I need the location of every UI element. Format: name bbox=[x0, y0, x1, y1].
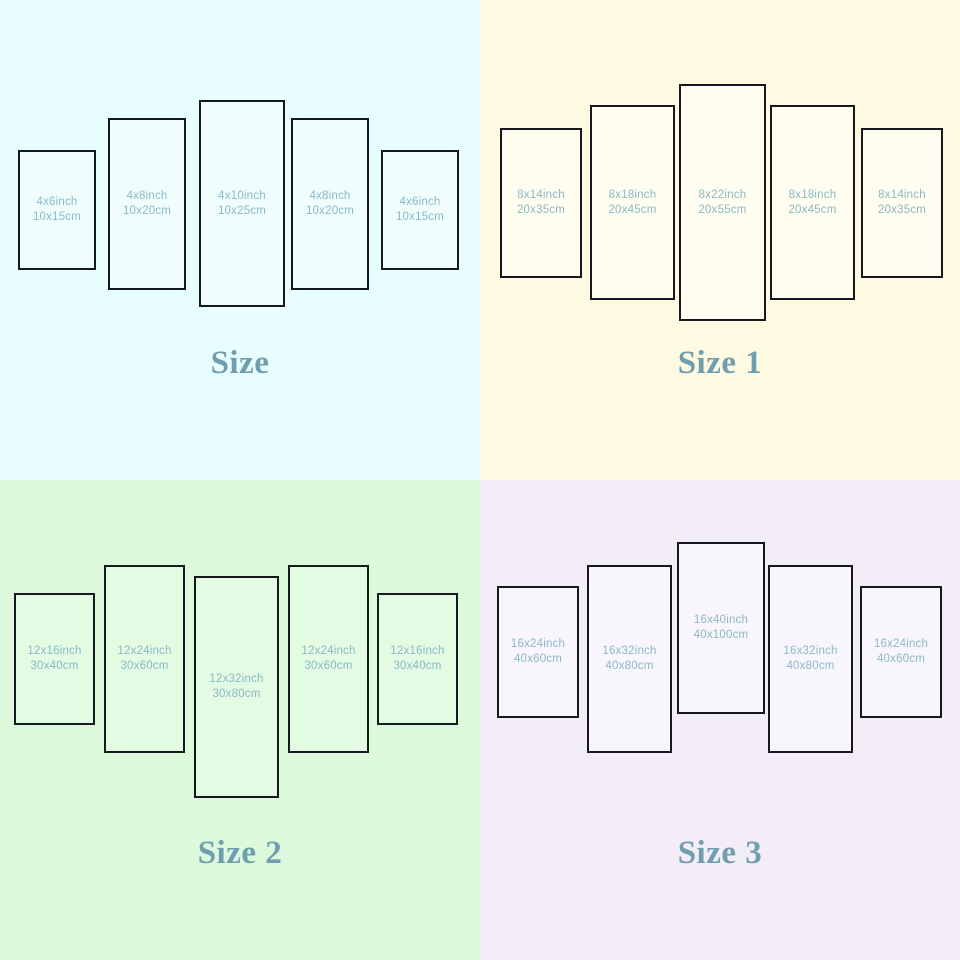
canvas-panel-label: 12x24inch 30x60cm bbox=[301, 644, 355, 674]
panel-group-size: 4x6inch 10x15cm 4x8inch 10x20cm 4x10inch… bbox=[0, 0, 480, 400]
canvas-panel-2[interactable]: 16x32inch 40x80cm bbox=[587, 565, 672, 753]
quadrant-title-size-2: Size 2 bbox=[197, 835, 283, 871]
panel-size-inch: 4x6inch bbox=[36, 196, 78, 208]
panel-size-cm: 10x20cm bbox=[122, 205, 172, 217]
panel-size-inch: 8x22inch bbox=[698, 188, 747, 201]
canvas-panel-5[interactable]: 4x6inch 10x15cm bbox=[381, 150, 459, 270]
canvas-panel-label: 12x16inch 30x40cm bbox=[27, 644, 81, 674]
canvas-panel-label: 16x32inch 40x80cm bbox=[602, 644, 656, 674]
panel-size-cm: 20x45cm bbox=[608, 203, 657, 216]
panel-size-inch: 12x16inch bbox=[27, 645, 82, 657]
panel-group-size-3: 16x24inch 40x60cm 16x32inch 40x80cm 16x4… bbox=[480, 480, 960, 880]
panel-size-inch: 16x32inch bbox=[602, 645, 657, 657]
panel-size-cm: 10x20cm bbox=[305, 205, 355, 217]
panel-group-size-1: 8x14inch 20x35cm 8x18inch 20x45cm 8x22in… bbox=[480, 0, 960, 400]
panel-size-cm: 30x40cm bbox=[393, 660, 442, 672]
canvas-panel-1[interactable]: 16x24inch 40x60cm bbox=[497, 586, 579, 718]
panel-size-inch: 4x8inch bbox=[309, 190, 351, 202]
panel-size-inch: 8x18inch bbox=[608, 188, 657, 201]
canvas-panel-1[interactable]: 4x6inch 10x15cm bbox=[18, 150, 96, 270]
canvas-panel-label: 16x32inch 40x80cm bbox=[783, 644, 837, 674]
panel-size-cm: 10x15cm bbox=[32, 211, 82, 223]
panel-size-cm: 40x80cm bbox=[605, 660, 654, 672]
canvas-panel-5[interactable]: 12x16inch 30x40cm bbox=[377, 593, 458, 725]
canvas-panel-2[interactable]: 8x18inch 20x45cm bbox=[590, 105, 675, 300]
canvas-panel-label: 8x14inch 20x35cm bbox=[878, 188, 926, 218]
canvas-panel-5[interactable]: 16x24inch 40x60cm bbox=[860, 586, 942, 718]
quadrant-title-size-1: Size 1 bbox=[677, 345, 763, 381]
panel-size-cm: 40x60cm bbox=[876, 653, 926, 665]
canvas-panel-label: 4x8inch 10x20cm bbox=[306, 189, 354, 219]
canvas-panel-4[interactable]: 4x8inch 10x20cm bbox=[291, 118, 369, 290]
canvas-panel-4[interactable]: 12x24inch 30x60cm bbox=[288, 565, 369, 753]
panel-size-cm: 30x40cm bbox=[30, 660, 79, 672]
panel-size-inch: 8x14inch bbox=[878, 189, 926, 201]
canvas-panel-4[interactable]: 8x18inch 20x45cm bbox=[770, 105, 855, 300]
quadrant-size-1: 8x14inch 20x35cm 8x18inch 20x45cm 8x22in… bbox=[480, 0, 960, 480]
canvas-panel-label: 8x14inch 20x35cm bbox=[517, 188, 565, 218]
panel-size-cm: 10x25cm bbox=[217, 204, 267, 217]
canvas-panel-label: 4x6inch 10x15cm bbox=[396, 195, 444, 225]
canvas-panel-label: 4x6inch 10x15cm bbox=[33, 195, 81, 225]
panel-size-cm: 20x55cm bbox=[698, 203, 747, 216]
quadrant-size-2: 12x16inch 30x40cm 12x24inch 30x60cm 12x3… bbox=[0, 480, 480, 960]
panel-size-cm: 30x60cm bbox=[304, 660, 353, 672]
panel-size-cm: 40x60cm bbox=[513, 653, 563, 665]
panel-size-inch: 16x32inch bbox=[783, 645, 838, 657]
panel-size-cm: 20x35cm bbox=[877, 204, 927, 216]
panel-size-inch: 12x16inch bbox=[390, 645, 445, 657]
quadrant-size-3: 16x24inch 40x60cm 16x32inch 40x80cm 16x4… bbox=[480, 480, 960, 960]
canvas-panel-label: 4x8inch 10x20cm bbox=[123, 189, 171, 219]
panel-size-inch: 4x8inch bbox=[126, 190, 168, 202]
panel-group-size-2: 12x16inch 30x40cm 12x24inch 30x60cm 12x3… bbox=[0, 480, 480, 880]
panel-size-inch: 8x14inch bbox=[517, 189, 565, 201]
canvas-panel-3[interactable]: 12x32inch 30x80cm bbox=[194, 576, 279, 798]
canvas-panel-label: 8x18inch 20x45cm bbox=[608, 188, 656, 218]
canvas-panel-label: 16x24inch 40x60cm bbox=[874, 637, 928, 667]
canvas-panel-label: 4x10inch 10x25cm bbox=[218, 189, 266, 219]
quadrant-title-size: Size bbox=[210, 345, 270, 381]
panel-size-inch: 4x10inch bbox=[218, 189, 266, 202]
panel-size-inch: 16x24inch bbox=[510, 638, 566, 650]
canvas-panel-label: 8x18inch 20x45cm bbox=[788, 188, 836, 218]
canvas-panel-3[interactable]: 4x10inch 10x25cm bbox=[199, 100, 285, 307]
panel-size-inch: 8x18inch bbox=[788, 188, 837, 201]
canvas-panel-label: 8x22inch 20x55cm bbox=[698, 188, 746, 218]
canvas-panel-label: 12x16inch 30x40cm bbox=[390, 644, 444, 674]
panel-size-cm: 10x15cm bbox=[395, 211, 445, 223]
panel-size-inch: 4x6inch bbox=[399, 196, 441, 208]
panel-size-cm: 30x60cm bbox=[120, 660, 169, 672]
panel-size-inch: 16x40inch bbox=[693, 614, 749, 626]
canvas-panel-2[interactable]: 12x24inch 30x60cm bbox=[104, 565, 185, 753]
canvas-panel-4[interactable]: 16x32inch 40x80cm bbox=[768, 565, 853, 753]
panel-size-inch: 12x32inch bbox=[209, 673, 264, 685]
canvas-panel-3[interactable]: 8x22inch 20x55cm bbox=[679, 84, 766, 321]
canvas-panel-1[interactable]: 12x16inch 30x40cm bbox=[14, 593, 95, 725]
canvas-panel-3[interactable]: 16x40inch 40x100cm bbox=[677, 542, 765, 714]
canvas-panel-label: 12x24inch 30x60cm bbox=[117, 644, 171, 674]
panel-size-cm: 30x80cm bbox=[212, 688, 261, 700]
panel-size-inch: 16x24inch bbox=[873, 638, 929, 650]
panel-size-inch: 12x24inch bbox=[117, 645, 172, 657]
panel-size-inch: 12x24inch bbox=[301, 645, 356, 657]
canvas-panel-1[interactable]: 8x14inch 20x35cm bbox=[500, 128, 582, 278]
canvas-panel-5[interactable]: 8x14inch 20x35cm bbox=[861, 128, 943, 278]
quadrant-size: 4x6inch 10x15cm 4x8inch 10x20cm 4x10inch… bbox=[0, 0, 480, 480]
panel-size-cm: 40x80cm bbox=[786, 660, 835, 672]
panel-size-cm: 40x100cm bbox=[693, 629, 749, 641]
panel-size-cm: 20x45cm bbox=[788, 203, 837, 216]
canvas-panel-label: 16x24inch 40x60cm bbox=[511, 637, 565, 667]
panel-size-cm: 20x35cm bbox=[516, 204, 566, 216]
canvas-panel-label: 16x40inch 40x100cm bbox=[694, 613, 749, 643]
canvas-panel-2[interactable]: 4x8inch 10x20cm bbox=[108, 118, 186, 290]
quadrant-title-size-3: Size 3 bbox=[677, 835, 763, 871]
canvas-panel-label: 12x32inch 30x80cm bbox=[209, 672, 263, 702]
